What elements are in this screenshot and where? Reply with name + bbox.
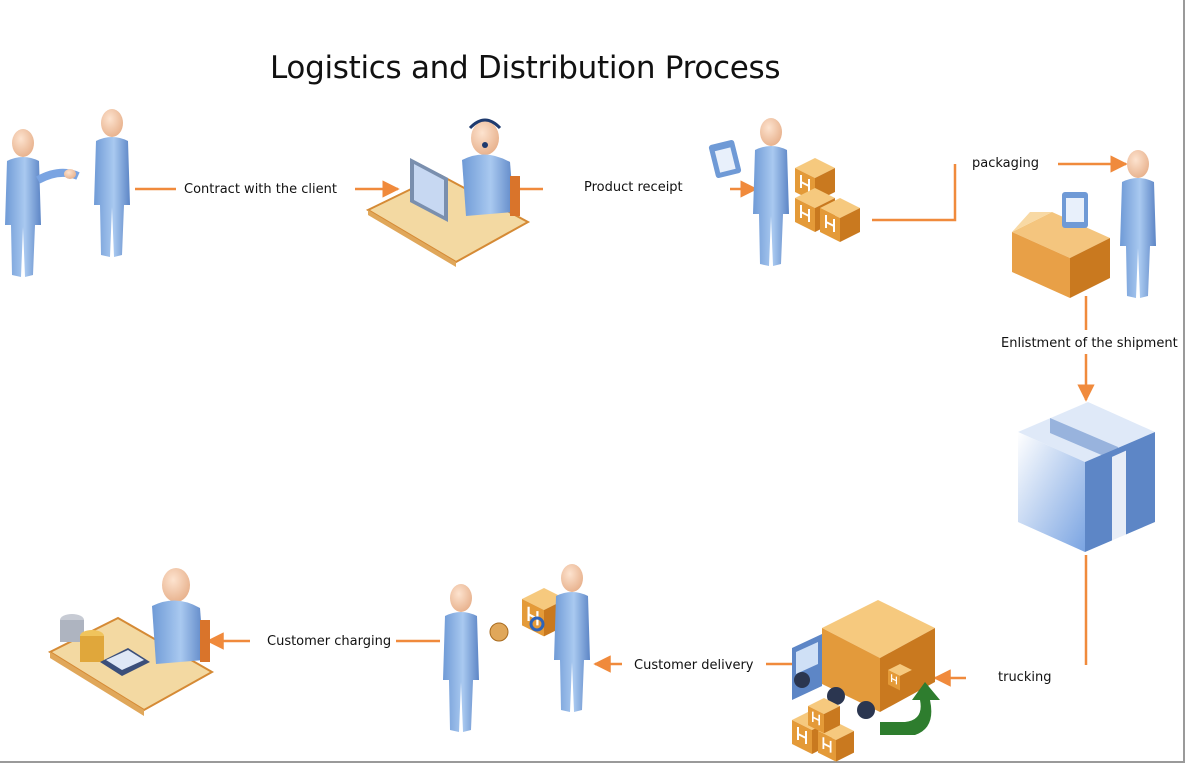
coins-stack — [60, 614, 104, 662]
label-contract: Contract with the client — [184, 182, 337, 197]
delivery-truck-icon — [791, 600, 940, 763]
receiver-boxes-icon — [708, 118, 861, 266]
shipment-cube-icon — [1018, 402, 1155, 552]
customer-delivery-icon — [443, 564, 590, 732]
label-product-receipt: Product receipt — [584, 180, 683, 195]
operator-computer-icon — [365, 118, 531, 267]
connector-arrows — [135, 155, 1128, 687]
label-trucking: trucking — [998, 670, 1052, 685]
packaging-icon — [1012, 150, 1156, 298]
diagram-title: Logistics and Distribution Process — [270, 50, 781, 86]
label-packaging: packaging — [972, 156, 1039, 171]
label-customer-delivery: Customer delivery — [634, 658, 754, 673]
label-enlistment: Enlistment of the shipment — [1001, 336, 1178, 351]
customer-charging-icon — [47, 568, 215, 716]
connector-line — [872, 164, 957, 222]
label-customer-charging: Customer charging — [267, 634, 392, 649]
handshake-icon — [5, 109, 130, 277]
